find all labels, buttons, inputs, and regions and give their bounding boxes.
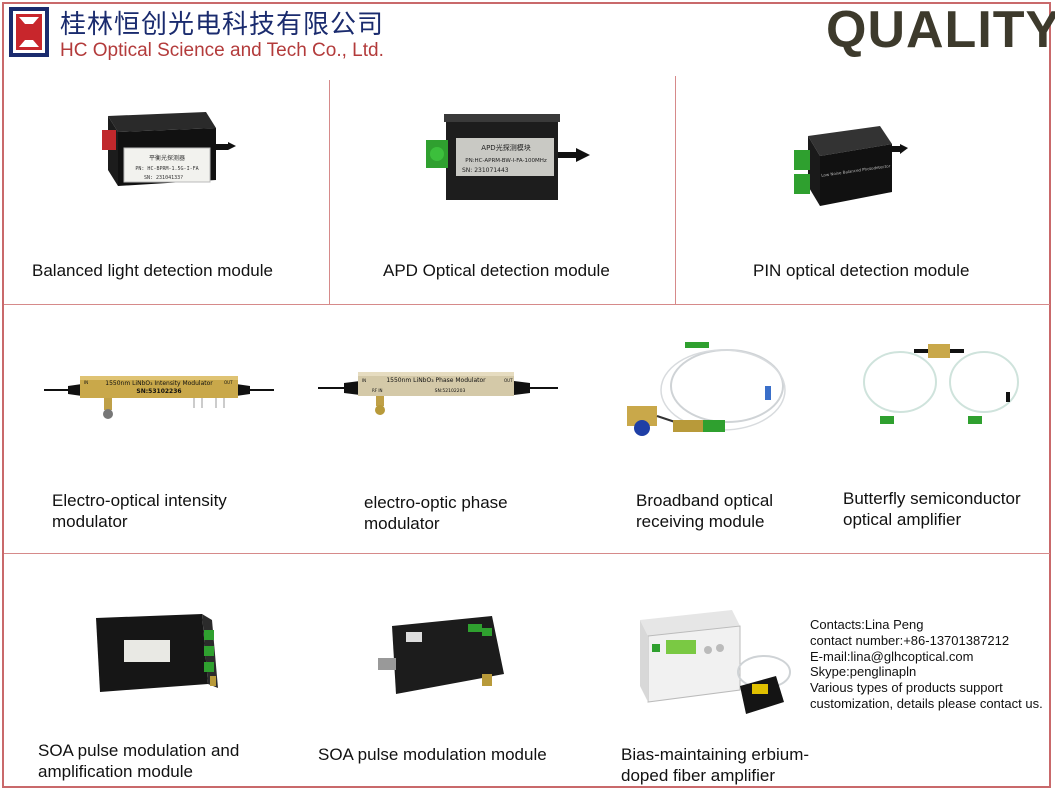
contact-phone: contact number:+86-13701387212 [810, 632, 1010, 648]
product-label-soa-pulse-module: SOA pulse modulation module [318, 745, 547, 764]
company-logo [9, 7, 49, 57]
balanced-detector-image: 平衡光探测器 PN: HC-BPRM-1.5G-I-FA SN: 2310413… [102, 112, 236, 186]
butterfly-soa-image [863, 344, 1019, 424]
intensity-modulator-image: 1550nm LiNbO₃ Intensity Modulator SN:531… [44, 376, 274, 419]
product-label-intensity-modulator: Electro-optical intensity modulator [52, 491, 227, 531]
col-divider-1 [329, 80, 330, 304]
product-label-soa-pulse-amp: SOA pulse modulation and amplification m… [38, 741, 240, 781]
product-label-edfa: Bias-maintaining erbium-doped fiber ampl… [621, 745, 810, 785]
apd-detector-image: APD光探测模块 PN:HC-APRM-BW-I-FA-100MHz SN: 2… [426, 114, 590, 200]
device-text-1: 平衡光探测器 [149, 154, 185, 162]
product-label-butterfly-soa: Butterfly semiconductor optical amplifie… [843, 489, 1021, 529]
product-label-phase-modulator: electro-optic phase modulator [364, 493, 508, 533]
company-name-cn: 桂林恒创光电科技有限公司 [60, 10, 385, 40]
product-label-apd: APD Optical detection module [383, 261, 610, 280]
company-name-en: HC Optical Science and Tech Co., Ltd. [60, 40, 384, 61]
device-text-1: 1550nm LiNbO₃ Intensity Modulator [105, 380, 213, 387]
row-divider-2 [4, 553, 1050, 554]
product-label-pin: PIN optical detection module [753, 261, 970, 280]
product-label-balanced: Balanced light detection module [32, 261, 273, 280]
soa-pulse-amp-image [96, 614, 218, 692]
broadband-receiver-image [627, 342, 786, 436]
device-text-2: SN:53102236 [136, 388, 181, 395]
device-text-1: 1550nm LiNbO₃ Phase Modulator [386, 377, 486, 384]
col-divider-2 [675, 76, 676, 304]
device-text-1: APD光探测模块 [481, 143, 530, 152]
contact-email[interactable]: E-mail:lina@glhcoptical.com [810, 648, 974, 664]
device-text-2: PN: HC-BPRM-1.5G-I-FA [135, 166, 198, 172]
contact-person: Contacts:Lina Peng [810, 617, 924, 632]
device-text-2: PN:HC-APRM-BW-I-FA-100MHz [465, 158, 547, 164]
edfa-image [640, 610, 791, 714]
soa-pulse-module-image [378, 616, 504, 694]
contact-skype: Skype:penglinapln [810, 664, 917, 680]
device-text-5: RF IN [372, 388, 383, 393]
device-text-3: SN: 23104133? [144, 175, 183, 181]
product-label-broadband-receiver: Broadband optical receiving module [636, 491, 774, 531]
device-text-2: SN:52102203 [435, 388, 466, 394]
device-text-4: OUT [504, 378, 513, 383]
customization-note: Various types of products support custom… [810, 680, 1043, 711]
device-text-3: SN: 231071443 [462, 167, 509, 174]
phase-modulator-image: 1550nm LiNbO₃ Phase Modulator SN:5210220… [318, 372, 558, 415]
pin-detector-image: Low Noise Balanced Photodetector [794, 126, 908, 206]
device-text-4: OUT [224, 380, 233, 385]
device-text-3: IN [84, 380, 88, 385]
contact-info: Contacts:Lina Peng contact number:+86-13… [810, 617, 1050, 712]
row-divider-1 [4, 304, 1050, 305]
device-text-3: IN [362, 378, 366, 383]
quality-heading: QUALITY [826, 1, 1055, 59]
